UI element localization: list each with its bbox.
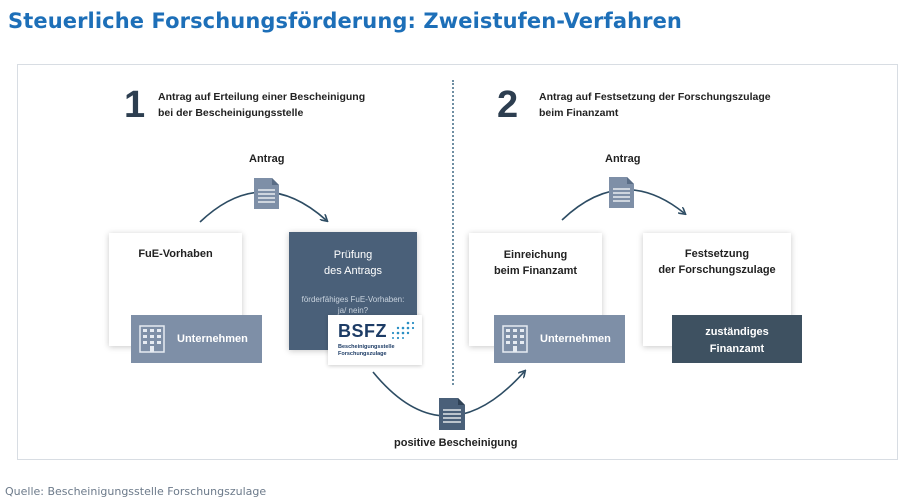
festsetzung-title-line-1: Festsetzung bbox=[684, 248, 750, 260]
step-2-antrag-label: Antrag bbox=[605, 153, 641, 165]
pruefung-title-line-1: Prüfung bbox=[333, 249, 373, 261]
bsfz-logo-box: BSFZ Bescheinigungsstelle Forschungszula… bbox=[328, 315, 422, 365]
step-2-number: 2 bbox=[497, 84, 519, 126]
building-icon bbox=[502, 325, 528, 353]
pruefung-question: förderfähiges FuE-Vorhaben: ja/ nein? bbox=[289, 294, 417, 316]
step-1-unternehmen-box: Unternehmen bbox=[131, 315, 262, 363]
einreichung-title: Einreichung beim Finanzamt bbox=[469, 247, 602, 279]
step-1-description: Antrag auf Erteilung einer Bescheinigung… bbox=[158, 89, 365, 121]
einreichung-title-line-2: beim Finanzamt bbox=[493, 265, 578, 277]
step-2-line-2: beim Finanzamt bbox=[539, 107, 619, 119]
bsfz-logo-subtitle: Bescheinigungsstelle Forschungszulage bbox=[338, 344, 395, 358]
step-1-unternehmen-label: Unternehmen bbox=[177, 333, 248, 345]
step-2-unternehmen-label: Unternehmen bbox=[540, 333, 611, 345]
pruefung-title: Prüfung des Antrags bbox=[289, 247, 417, 279]
pruefung-question-line-2: ja/ nein? bbox=[337, 306, 369, 315]
step-1-line-1: Antrag auf Erteilung einer Bescheinigung bbox=[158, 91, 366, 103]
step-2-description: Antrag auf Festsetzung der Forschungszul… bbox=[539, 89, 771, 121]
step-1-line-2: bei der Bescheinigungsstelle bbox=[158, 107, 304, 119]
step-2-unternehmen-box: Unternehmen bbox=[494, 315, 625, 363]
bsfz-sub-line-2: Forschungszulage bbox=[338, 351, 387, 357]
bsfz-sub-line-1: Bescheinigungsstelle bbox=[338, 344, 395, 350]
einreichung-title-line-1: Einreichung bbox=[503, 249, 568, 261]
document-icon bbox=[254, 178, 279, 209]
page-title: Steuerliche Forschungsförderung: Zweistu… bbox=[8, 9, 682, 33]
step-2-line-1: Antrag auf Festsetzung der Forschungszul… bbox=[539, 91, 771, 103]
source-note: Quelle: Bescheinigungsstelle Forschungsz… bbox=[5, 485, 267, 498]
finanzamt-box: zuständiges Finanzamt bbox=[672, 315, 802, 363]
step-divider bbox=[452, 80, 454, 385]
logo-dots-icon bbox=[391, 321, 415, 340]
festsetzung-title: Festsetzung der Forschungszulage bbox=[643, 246, 791, 278]
document-icon bbox=[609, 177, 634, 208]
finanzamt-line-1: zuständiges bbox=[705, 326, 769, 338]
document-icon bbox=[439, 398, 465, 430]
pruefung-title-line-2: des Antrags bbox=[323, 265, 383, 277]
finanzamt-line-2: Finanzamt bbox=[709, 343, 765, 355]
fue-vorhaben-title: FuE-Vorhaben bbox=[138, 248, 213, 260]
positive-bescheinigung-label: positive Bescheinigung bbox=[394, 437, 518, 449]
building-icon bbox=[139, 325, 165, 353]
step-1-number: 1 bbox=[124, 84, 146, 126]
festsetzung-title-line-2: der Forschungszulage bbox=[658, 264, 776, 276]
bsfz-logo: BSFZ bbox=[338, 321, 387, 341]
step-1-antrag-label: Antrag bbox=[249, 153, 285, 165]
pruefung-question-line-1: förderfähiges FuE-Vorhaben: bbox=[301, 295, 405, 304]
